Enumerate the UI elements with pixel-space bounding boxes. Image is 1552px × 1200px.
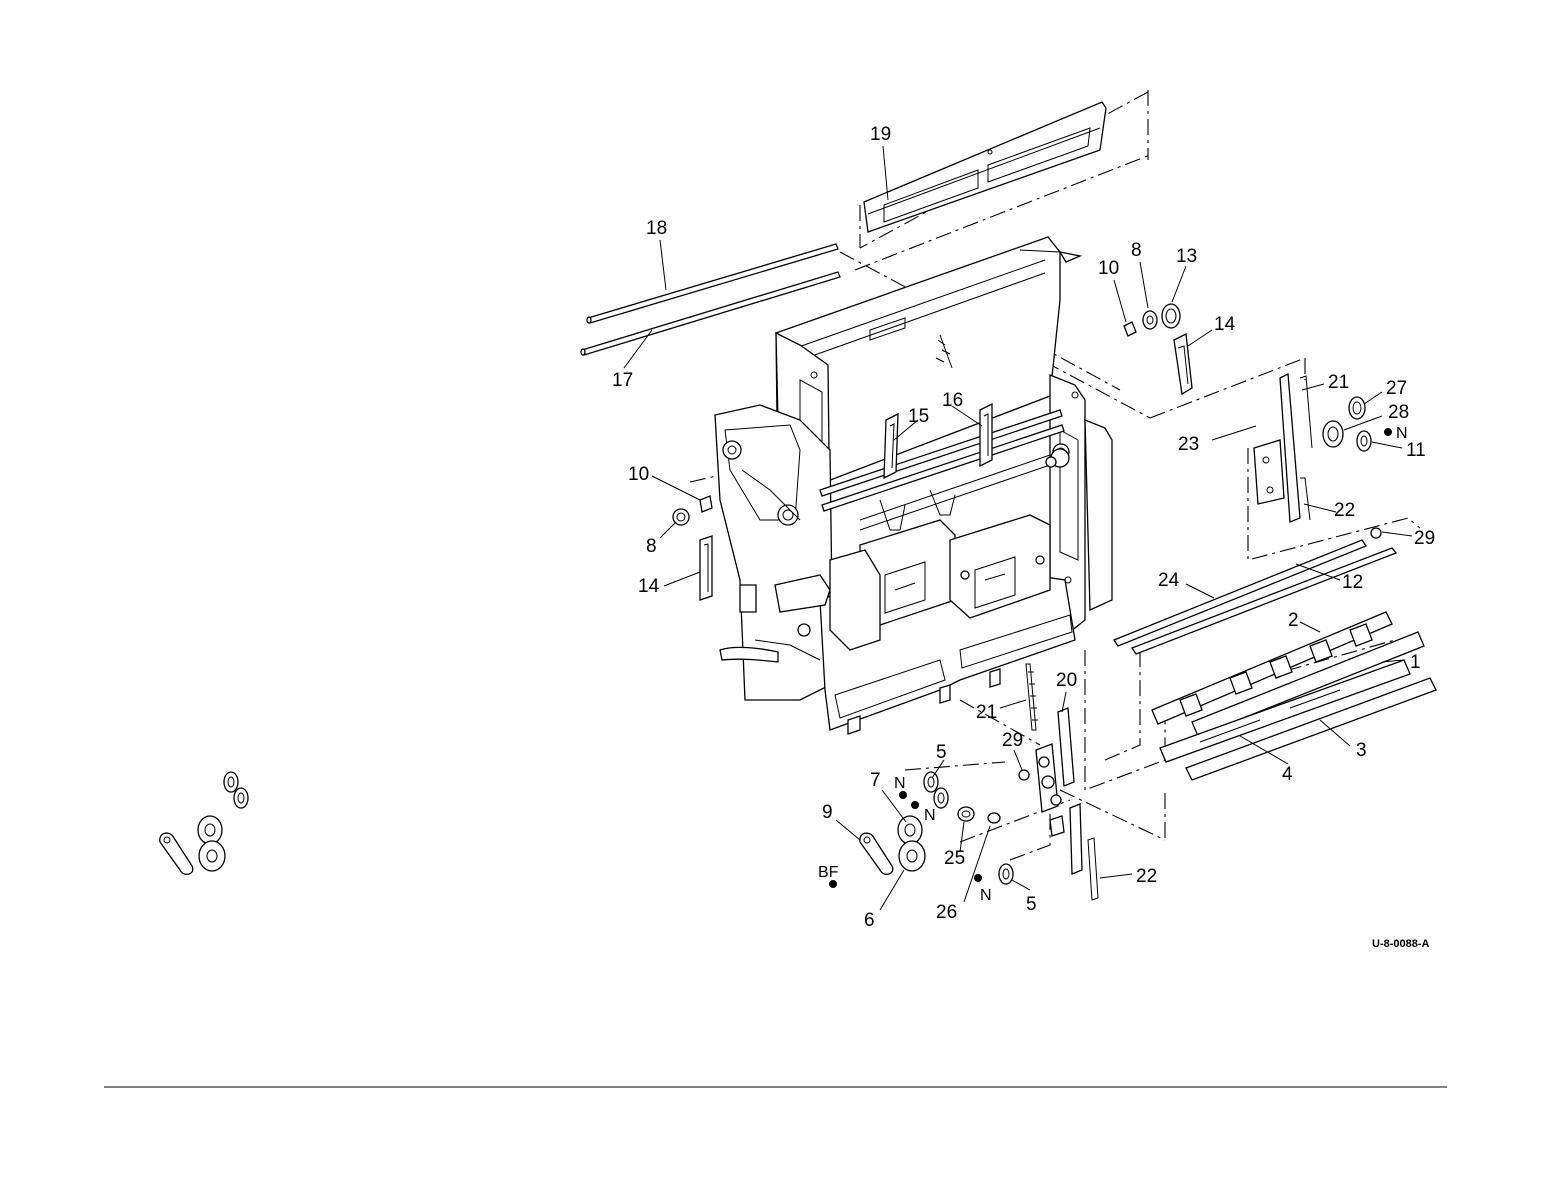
callout-21-lower: 21 (976, 702, 997, 723)
callout-26: 26 (936, 902, 957, 923)
callout-12: 12 (1342, 572, 1363, 593)
part-13-gear (1162, 304, 1180, 328)
gear-5-a-real (924, 772, 938, 792)
marker-dot-n (911, 801, 919, 809)
right-bracket-assembly (1254, 374, 1312, 522)
part-8-upper (1143, 311, 1157, 329)
part-25-bushing (958, 807, 974, 821)
gear-7-real (898, 816, 922, 844)
gear-5-second (234, 788, 248, 808)
callout-9: 9 (822, 802, 833, 823)
part-14-upper (1174, 334, 1192, 394)
callout-16: 16 (942, 390, 963, 411)
callout-8-left: 8 (646, 536, 657, 557)
gear-6 (199, 841, 225, 871)
callout-7: 7 (870, 770, 881, 791)
callout-10-left: 10 (628, 464, 649, 485)
marker-bf: BF (818, 864, 839, 881)
marker-dot-n (974, 874, 982, 882)
callout-18: 18 (646, 218, 667, 239)
marker-n-4: N (980, 887, 992, 904)
shaft-24 (1114, 540, 1366, 646)
cover-19 (864, 102, 1106, 232)
callout-28: 28 (1388, 402, 1409, 423)
callout-25: 25 (944, 848, 965, 869)
callout-20: 20 (1056, 670, 1077, 691)
marker-dot-bf (829, 880, 837, 888)
gear-5-b-real (934, 788, 948, 808)
part-14-left (700, 536, 712, 600)
part-21-lower (1026, 664, 1038, 730)
part-10-left (700, 496, 712, 512)
part-29-upper (1371, 528, 1381, 538)
callout-17: 17 (612, 370, 633, 391)
part-26-bushing (988, 813, 1000, 823)
part-15-bracket (884, 414, 898, 478)
main-frame-assembly (715, 237, 1112, 734)
callout-3: 3 (1356, 740, 1367, 761)
callout-4: 4 (1282, 764, 1293, 785)
part-20-bracket (1058, 708, 1074, 786)
callout-27: 27 (1386, 378, 1407, 399)
figure-reference-code: U-8-0088-A (1372, 938, 1430, 950)
callout-1: 1 (1410, 652, 1421, 673)
callout-11: 11 (1406, 440, 1426, 461)
callout-2: 2 (1288, 610, 1299, 631)
callout-29: 29 (1414, 528, 1435, 549)
marker-n-3: N (924, 807, 936, 824)
callout-5-lower: 5 (1026, 894, 1037, 915)
callout-22-lower: 22 (1136, 866, 1157, 887)
part-28-gear (1323, 421, 1343, 447)
callout-14: 14 (1214, 314, 1236, 335)
callout-19: 19 (870, 124, 891, 145)
marker-dot-n (899, 791, 907, 799)
part-29-lower (1019, 770, 1029, 780)
part-10-upper (1124, 322, 1136, 336)
part-11-gear (1357, 431, 1371, 451)
callout-8: 8 (1131, 240, 1142, 261)
callout-13: 13 (1176, 246, 1197, 267)
callout-23: 23 (1178, 434, 1199, 455)
callout-14-left: 14 (638, 576, 660, 597)
callout-21: 21 (1328, 372, 1349, 393)
gear-5-first (224, 772, 238, 792)
part-16-bracket (980, 404, 992, 466)
callout-22: 22 (1334, 500, 1355, 521)
part-27-gear (1349, 397, 1365, 419)
lower-bracket-assembly (1036, 744, 1082, 874)
gear-5-third (999, 864, 1013, 884)
marker-dot-n (1384, 428, 1392, 436)
plate-9-real (860, 833, 893, 874)
callout-6: 6 (864, 910, 875, 931)
callout-15: 15 (908, 406, 929, 427)
callout-10: 10 (1098, 258, 1119, 279)
marker-n-2: N (894, 775, 906, 792)
callout-24: 24 (1158, 570, 1180, 591)
callout-5-upper: 5 (936, 742, 947, 763)
callout-29-lower: 29 (1002, 730, 1023, 751)
gear-7 (198, 816, 222, 844)
gear-6-real (899, 841, 925, 871)
part-9-plate (160, 833, 193, 874)
part-22-lower (1088, 838, 1098, 900)
